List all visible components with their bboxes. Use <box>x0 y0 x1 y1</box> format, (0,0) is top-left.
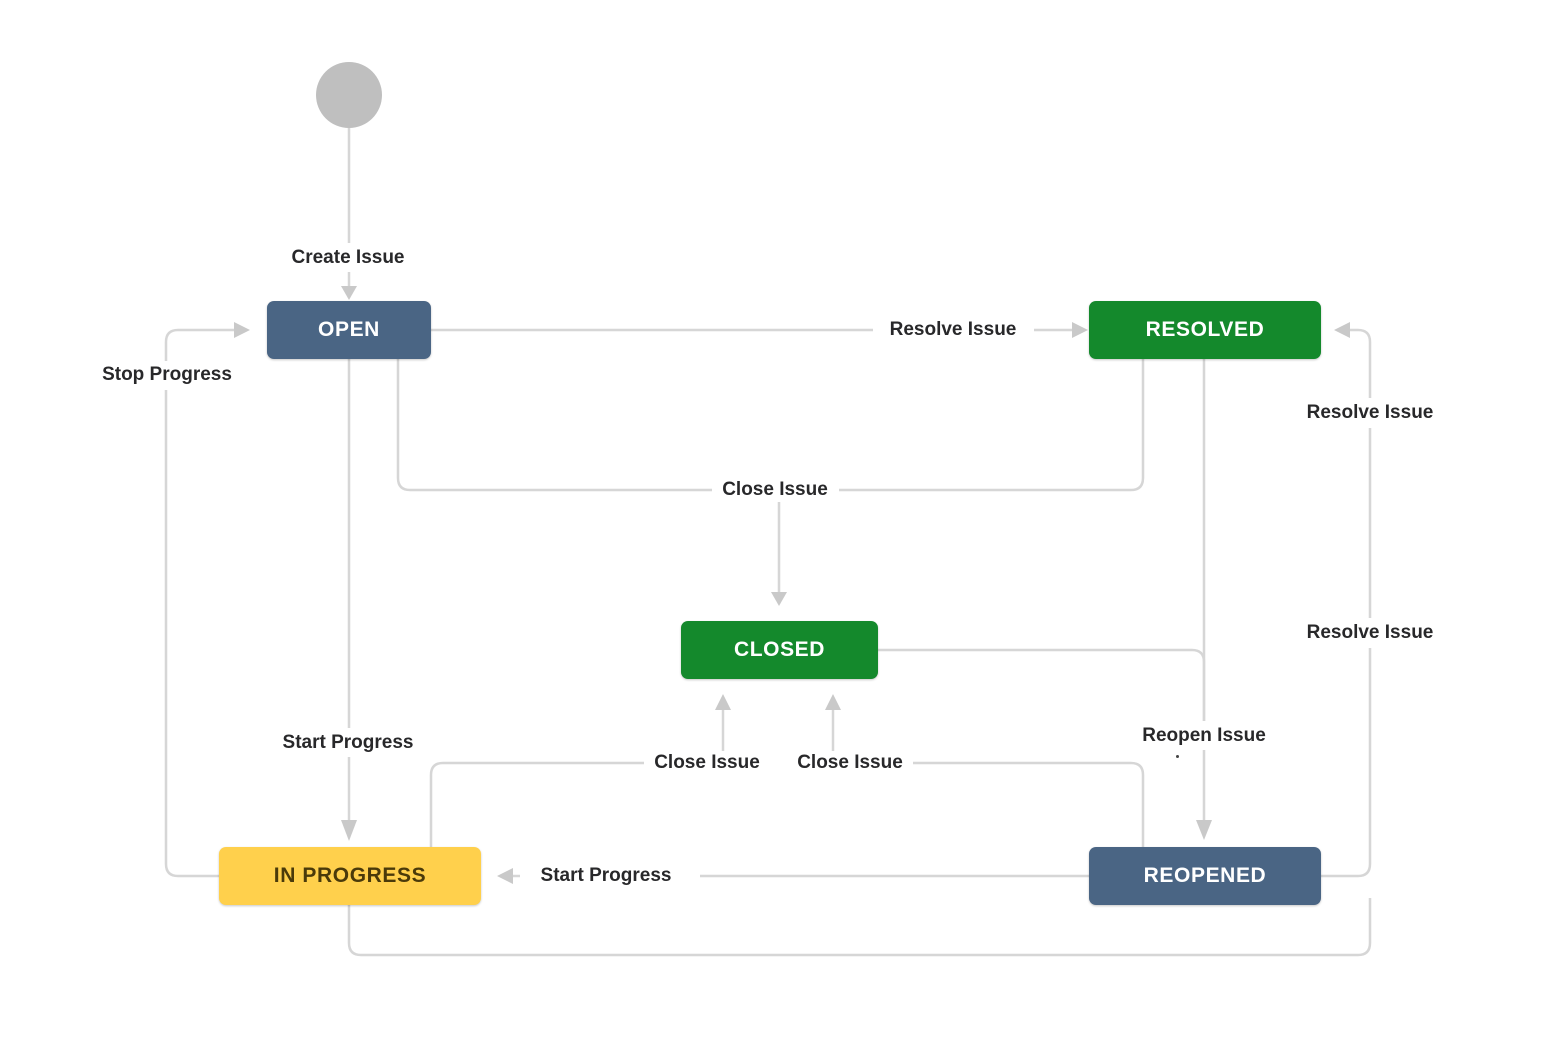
label-artifact-dot <box>1176 755 1179 758</box>
arrowhead-closed-bottom-right <box>825 694 841 710</box>
node-in-progress-label: IN PROGRESS <box>273 864 427 887</box>
edge-label-resolve-issue-reopened-resolved: Resolve Issue <box>1299 402 1441 424</box>
arrowhead-resolved-right <box>1334 322 1350 338</box>
node-open[interactable]: OPEN <box>267 301 431 359</box>
edge-resolved-to-closeissue <box>839 359 1145 492</box>
arrowhead-resolved-left <box>1072 322 1088 338</box>
arrowhead-closed-top <box>771 592 787 606</box>
arrowhead-closed-bottom-left <box>715 694 731 710</box>
arrowhead-inprogress-top <box>341 820 357 841</box>
node-closed[interactable]: CLOSED <box>681 621 878 679</box>
node-closed-label: CLOSED <box>733 638 826 661</box>
node-reopened[interactable]: REOPENED <box>1089 847 1321 905</box>
edge-label-close-issue-open-resolved: Close Issue <box>715 479 835 501</box>
edge-reopened-to-closeissue <box>913 761 1145 847</box>
node-reopened-label: REOPENED <box>1143 864 1267 887</box>
edge-label-reopen-issue: Reopen Issue <box>1135 725 1273 747</box>
arrowhead-open-top <box>341 286 357 300</box>
edge-inprogress-to-open-lower <box>164 390 219 878</box>
edge-reopened-to-resolved-upper <box>1348 328 1372 398</box>
start-node <box>316 62 382 128</box>
edge-label-stop-progress: Stop Progress <box>95 364 239 386</box>
edge-closed-to-reopened <box>878 648 1206 721</box>
edge-inprogress-to-resolved <box>347 898 1372 957</box>
edge-inprogress-to-closeissue <box>429 761 644 847</box>
edge-label-create-issue: Create Issue <box>284 247 412 269</box>
edge-open-to-closeissue <box>396 359 712 492</box>
edge-label-resolve-issue-open-resolved: Resolve Issue <box>882 319 1024 341</box>
node-resolved-label: RESOLVED <box>1145 318 1265 341</box>
arrowhead-reopened-top <box>1196 820 1212 840</box>
edge-reopened-to-resolved-lower <box>1321 648 1372 878</box>
edge-label-start-progress-reopened-inprogress: Start Progress <box>533 865 679 887</box>
arrowhead-inprogress-right <box>497 868 513 884</box>
node-in-progress[interactable]: IN PROGRESS <box>219 847 481 905</box>
edge-label-close-issue-inprogress-closed: Close Issue <box>647 752 767 774</box>
arrowhead-open-left <box>234 322 250 338</box>
edge-label-start-progress-open-inprogress: Start Progress <box>275 732 421 754</box>
node-open-label: OPEN <box>318 318 380 341</box>
node-resolved[interactable]: RESOLVED <box>1089 301 1321 359</box>
edge-inprogress-to-open-upper <box>164 328 236 361</box>
edge-label-resolve-issue-inprogress-resolved: Resolve Issue <box>1299 622 1441 644</box>
edge-label-close-issue-reopened-closed: Close Issue <box>790 752 910 774</box>
